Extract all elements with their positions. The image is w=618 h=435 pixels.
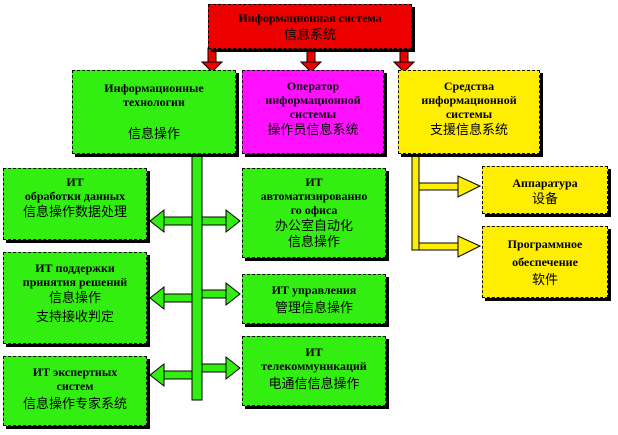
branch-left-3-head bbox=[149, 362, 165, 388]
operator-ru-1: Оператор bbox=[286, 79, 340, 93]
it-office-automation-ru-1: ИТ bbox=[305, 175, 323, 189]
branch-left-1-head bbox=[149, 208, 165, 234]
it-data-processing-ru-1: ИТ bbox=[66, 175, 84, 189]
software-ru-2: обеспечение bbox=[512, 255, 578, 269]
top-to-means-head bbox=[392, 61, 416, 73]
it-expert-systems-box: ИТ экспертных систем 信息操作专家系统 bbox=[3, 356, 147, 426]
it-expert-systems-ru-2: систем bbox=[56, 379, 94, 393]
software-ru-1: Программное bbox=[507, 237, 583, 251]
operator-box: Оператор информационной системы 操作员信息系统 bbox=[242, 70, 384, 154]
means-branch-1-head bbox=[457, 175, 482, 198]
means-branch-1 bbox=[418, 182, 462, 191]
green-trunk bbox=[149, 151, 241, 401]
it-decision-support-ru-1: ИТ поддержки bbox=[35, 261, 115, 275]
it-management-zh: 管理信息操作 bbox=[274, 301, 353, 316]
means-branch-2-head bbox=[457, 235, 482, 258]
means-ru-1: Средства bbox=[443, 79, 495, 93]
information-technologies-box: Информационные технологии 信息操作 bbox=[72, 70, 236, 154]
it-decision-support-box: ИТ поддержки принятия решений 信息操作 支持接收判… bbox=[3, 252, 147, 344]
branch-left-1 bbox=[161, 216, 193, 226]
it-decision-support-zh-1: 信息操作 bbox=[48, 291, 101, 306]
it-decision-support-zh-2: 支持接收判定 bbox=[35, 310, 114, 325]
information-system-box: Информационная система 信息系统 bbox=[208, 4, 412, 49]
software-box: Программное обеспечение 软件 bbox=[482, 226, 608, 298]
it-telecommunications-ru-1: ИТ bbox=[305, 345, 323, 359]
information-technologies-ru-1: Информационные bbox=[104, 81, 204, 95]
it-decision-support-ru-2: принятия решений bbox=[22, 275, 128, 289]
it-management-ru: ИТ управления bbox=[271, 283, 357, 297]
means-trunk bbox=[411, 151, 420, 251]
operator-ru-2: информационной bbox=[265, 93, 361, 107]
branch-right-3-head bbox=[225, 355, 241, 381]
it-telecommunications-box: ИТ телекоммуникаций 电通信信息操作 bbox=[242, 336, 386, 406]
it-data-processing-zh: 信息操作数据处理 bbox=[22, 205, 127, 220]
information-technologies-zh: 信息操作 bbox=[127, 127, 180, 142]
it-office-automation-ru-2: автоматизированно bbox=[260, 189, 368, 203]
branch-right-1 bbox=[201, 216, 229, 226]
it-office-automation-zh-2: 信息操作 bbox=[287, 235, 340, 250]
it-office-automation-box: ИТ автоматизированно го офиса 办公室自动化 信息操… bbox=[242, 168, 386, 258]
it-management-box: ИТ управления 管理信息操作 bbox=[242, 274, 386, 324]
hardware-zh: 设备 bbox=[531, 192, 558, 207]
branch-left-2 bbox=[161, 293, 193, 303]
top-connectors bbox=[200, 47, 416, 73]
information-system-zh: 信息系统 bbox=[283, 28, 336, 43]
it-expert-systems-zh: 信息操作专家系统 bbox=[22, 397, 127, 412]
it-expert-systems-ru-1: ИТ экспертных bbox=[32, 365, 118, 379]
branch-right-3 bbox=[201, 363, 229, 373]
means-box: Средства информационной системы 支援信息系统 bbox=[398, 70, 540, 154]
hardware-box: Аппаратура 设备 bbox=[482, 166, 608, 214]
branch-right-2 bbox=[201, 289, 229, 299]
operator-zh: 操作员信息系统 bbox=[267, 123, 359, 138]
yellow-connectors bbox=[411, 151, 482, 258]
software-zh: 软件 bbox=[531, 273, 558, 288]
top-to-operator-head bbox=[299, 61, 323, 73]
branch-right-2-head bbox=[225, 281, 241, 307]
it-telecommunications-zh: 电通信信息操作 bbox=[268, 377, 360, 392]
branch-left-2-head bbox=[149, 285, 165, 311]
it-data-processing-box: ИТ обработки данных 信息操作数据处理 bbox=[3, 168, 147, 240]
it-office-automation-zh-1: 办公室自动化 bbox=[274, 219, 353, 234]
trunk-vertical bbox=[191, 151, 203, 401]
top-to-it-head bbox=[200, 61, 224, 73]
operator-ru-3: системы bbox=[289, 107, 337, 121]
information-system-ru: Информационная система bbox=[238, 11, 382, 25]
means-zh: 支援信息系统 bbox=[429, 123, 508, 138]
information-technologies-ru-2: технологии bbox=[123, 95, 185, 109]
means-ru-2: информационной bbox=[421, 93, 517, 107]
means-ru-3: системы bbox=[445, 107, 493, 121]
it-telecommunications-ru-2: телекоммуникаций bbox=[261, 359, 367, 373]
it-office-automation-ru-3: го офиса bbox=[290, 203, 338, 217]
hardware-ru: Аппаратура bbox=[512, 176, 578, 190]
means-branch-2 bbox=[418, 242, 462, 251]
branch-right-1-head bbox=[225, 208, 241, 234]
it-data-processing-ru-2: обработки данных bbox=[24, 189, 126, 203]
branch-left-3 bbox=[161, 370, 193, 380]
